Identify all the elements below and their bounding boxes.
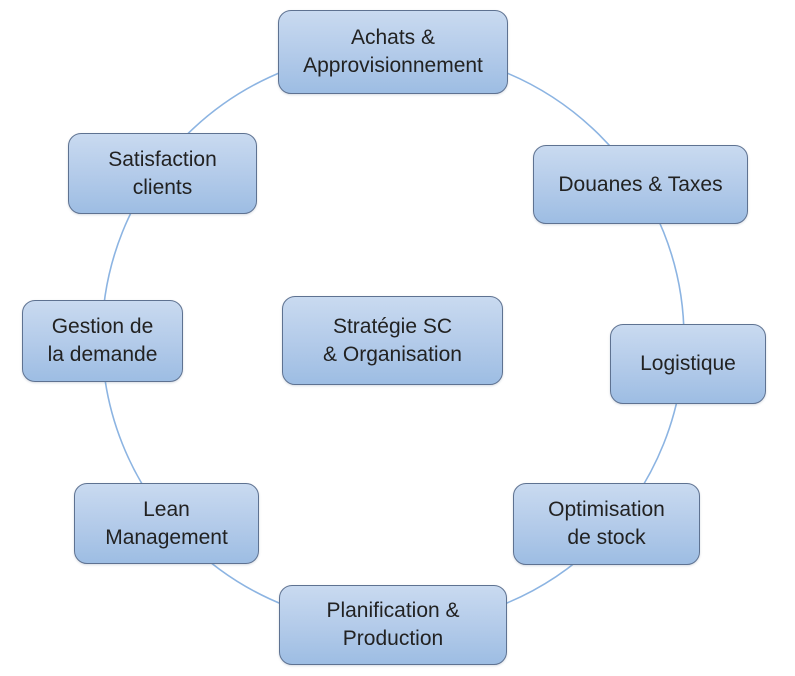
node-label: Optimisation de stock <box>548 498 665 549</box>
node-label: Stratégie SC & Organisation <box>323 314 462 366</box>
node-label: Logistique <box>640 352 736 376</box>
node-logistique: Logistique <box>610 324 766 404</box>
node-label: Satisfaction clients <box>108 147 217 199</box>
node-achats-approvisionnement: Achats & Approvisionnement <box>278 10 508 94</box>
node-label: Lean Management <box>105 497 228 549</box>
node-satisfaction-clients: Satisfaction clients <box>68 133 257 214</box>
node-gestion-demande: Gestion de la demande <box>22 300 183 382</box>
node-label: Planification & Production <box>326 599 460 650</box>
node-optimisation-stock: Optimisation de stock <box>513 483 700 565</box>
node-label: Douanes & Taxes <box>558 172 723 196</box>
node-strategie-sc-organisation: Stratégie SC & Organisation <box>282 296 503 385</box>
node-planification-production: Planification & Production <box>279 585 507 665</box>
node-lean-management: Lean Management <box>74 483 259 564</box>
node-douanes-taxes: Douanes & Taxes <box>533 145 748 224</box>
node-label: Gestion de la demande <box>47 315 158 366</box>
node-label: Achats & Approvisionnement <box>303 26 483 77</box>
